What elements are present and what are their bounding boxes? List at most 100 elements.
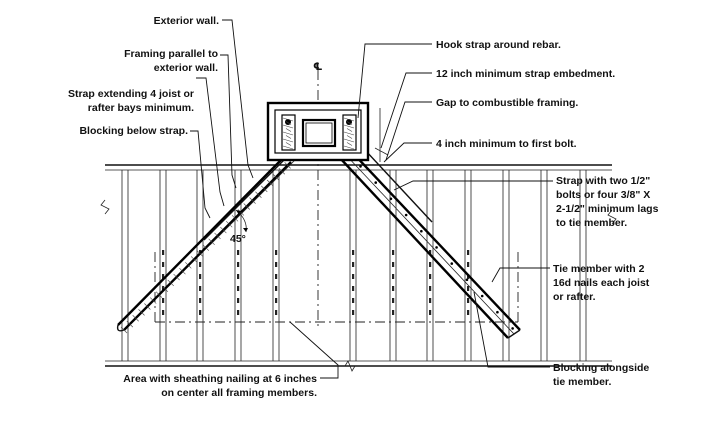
beam-hatch-line <box>343 124 355 129</box>
nail-mark <box>199 286 202 291</box>
beam-hatch-line <box>285 121 292 125</box>
nail-mark <box>162 274 165 279</box>
leader-strap-bolts <box>393 180 553 191</box>
strap-hatch-line <box>214 232 221 240</box>
label-blocking-below: Blocking below strap. <box>79 125 188 137</box>
strap-hatch-line <box>266 179 274 187</box>
strap-hatch-line <box>179 267 186 275</box>
nail-mark <box>429 262 432 267</box>
concrete-beam <box>266 101 389 162</box>
nail-mark <box>429 310 432 315</box>
leader-lines <box>190 19 553 379</box>
strap-hatch-line <box>284 162 291 169</box>
nail-mark <box>392 286 395 291</box>
left-strap-end <box>116 324 125 332</box>
label-blocking-below-line-1: Blocking below strap. <box>79 125 188 137</box>
angle-indicator: 45° <box>230 209 248 245</box>
tie-bolts <box>359 165 514 330</box>
nail-mark <box>275 310 278 315</box>
strap-hatch-line <box>202 244 210 251</box>
beam-hatch-line <box>285 142 292 146</box>
tie-bolt <box>359 165 362 168</box>
nail-mark <box>352 298 355 303</box>
strap-hatch-line <box>126 320 134 328</box>
strap-hatch-line <box>138 309 145 316</box>
nail-mark <box>199 274 202 279</box>
tie-bolt <box>435 246 438 249</box>
tie-bolt <box>404 213 408 217</box>
label-strap-extending-line-2: rafter bays minimum. <box>88 102 194 114</box>
nail-mark <box>275 298 278 303</box>
nail-mark <box>429 286 432 291</box>
leader-sheathing-area <box>289 321 339 379</box>
beam-hatch-line <box>285 135 292 139</box>
label-tie-member-line-2: 16d nails each joist <box>553 277 650 289</box>
nail-mark <box>237 274 240 279</box>
label-strap-extending-line-1: Strap extending 4 joist or <box>68 88 194 100</box>
nail-mark <box>352 286 355 291</box>
nail-mark <box>162 310 165 315</box>
strap-hatch-line <box>208 238 215 246</box>
beam-hatch-line <box>285 128 292 132</box>
tie-bolt <box>511 327 514 330</box>
strap-hatch-line <box>185 262 192 269</box>
tie-bolt <box>389 197 393 201</box>
nail-mark <box>467 250 470 255</box>
label-embedment: 12 inch minimum strap embedment. <box>436 68 615 80</box>
beam-hatch-line <box>343 131 355 136</box>
leader-blocking-alongside <box>473 291 550 368</box>
strap-hatch-line <box>144 303 151 310</box>
nail-mark <box>352 274 355 279</box>
nail-mark <box>392 274 395 279</box>
label-sheathing-area: Area with sheathing nailing at 6 inches … <box>123 373 317 399</box>
beam-core <box>301 118 337 148</box>
right-tie-member <box>339 149 521 339</box>
label-blocking-alongside-line-2: tie member. <box>553 376 611 388</box>
strap-hatch-line <box>249 197 256 204</box>
strap-hatch-line <box>231 215 239 222</box>
leader-first-bolt <box>383 142 432 163</box>
strap-hatch-line <box>220 226 227 234</box>
left-strap-hatch <box>120 162 291 334</box>
nail-mark <box>392 262 395 267</box>
beam-hatch-line <box>282 145 294 150</box>
beam-hatch-line <box>346 128 353 132</box>
beam-hatch <box>282 117 355 150</box>
left-strap-outer <box>117 154 287 326</box>
nail-mark <box>162 262 165 267</box>
strap-hatch-line <box>255 191 262 198</box>
label-strap-bolts-line-2: bolts or four 3/8" X <box>556 189 650 201</box>
centerline-symbol: ℄ <box>313 61 322 73</box>
left-blocking-inner <box>209 154 301 246</box>
strap-hatch-line <box>132 315 139 322</box>
label-blocking-alongside: Blocking alongside tie member. <box>553 362 649 388</box>
leader-framing-parallel <box>220 54 237 189</box>
nail-mark <box>467 262 470 267</box>
nail-mark <box>392 250 395 255</box>
nail-mark <box>237 310 240 315</box>
break-line-right <box>607 209 617 225</box>
nail-mark <box>429 298 432 303</box>
strap-hatch-line <box>196 250 204 257</box>
strap-hatch-line <box>167 279 174 287</box>
label-hook-strap-line-1: Hook strap around rebar. <box>436 39 561 51</box>
hook-strap-left <box>281 114 296 151</box>
tie-bolt <box>450 262 454 265</box>
label-strap-bolts-line-3: 2-1/2" minimum lags <box>556 203 659 215</box>
leader-blocking-below <box>190 130 211 219</box>
beam-hatch-line <box>343 117 355 122</box>
strap-hatch-line <box>120 326 128 334</box>
label-strap-bolts: Strap with two 1/2" bolts or four 3/8" X… <box>556 175 659 229</box>
label-framing-parallel-line-1: Framing parallel to <box>124 48 218 60</box>
left-strap-assembly <box>116 149 301 332</box>
beam-hatch-line <box>343 138 355 143</box>
beam-inner-edge <box>274 109 362 154</box>
strap-hatch-line <box>155 291 163 298</box>
beam-hatch-line <box>346 121 353 125</box>
nail-mark <box>352 250 355 255</box>
beam-hatch-line <box>282 124 294 129</box>
label-gap: Gap to combustible framing. <box>436 97 578 109</box>
nail-mark <box>275 286 278 291</box>
